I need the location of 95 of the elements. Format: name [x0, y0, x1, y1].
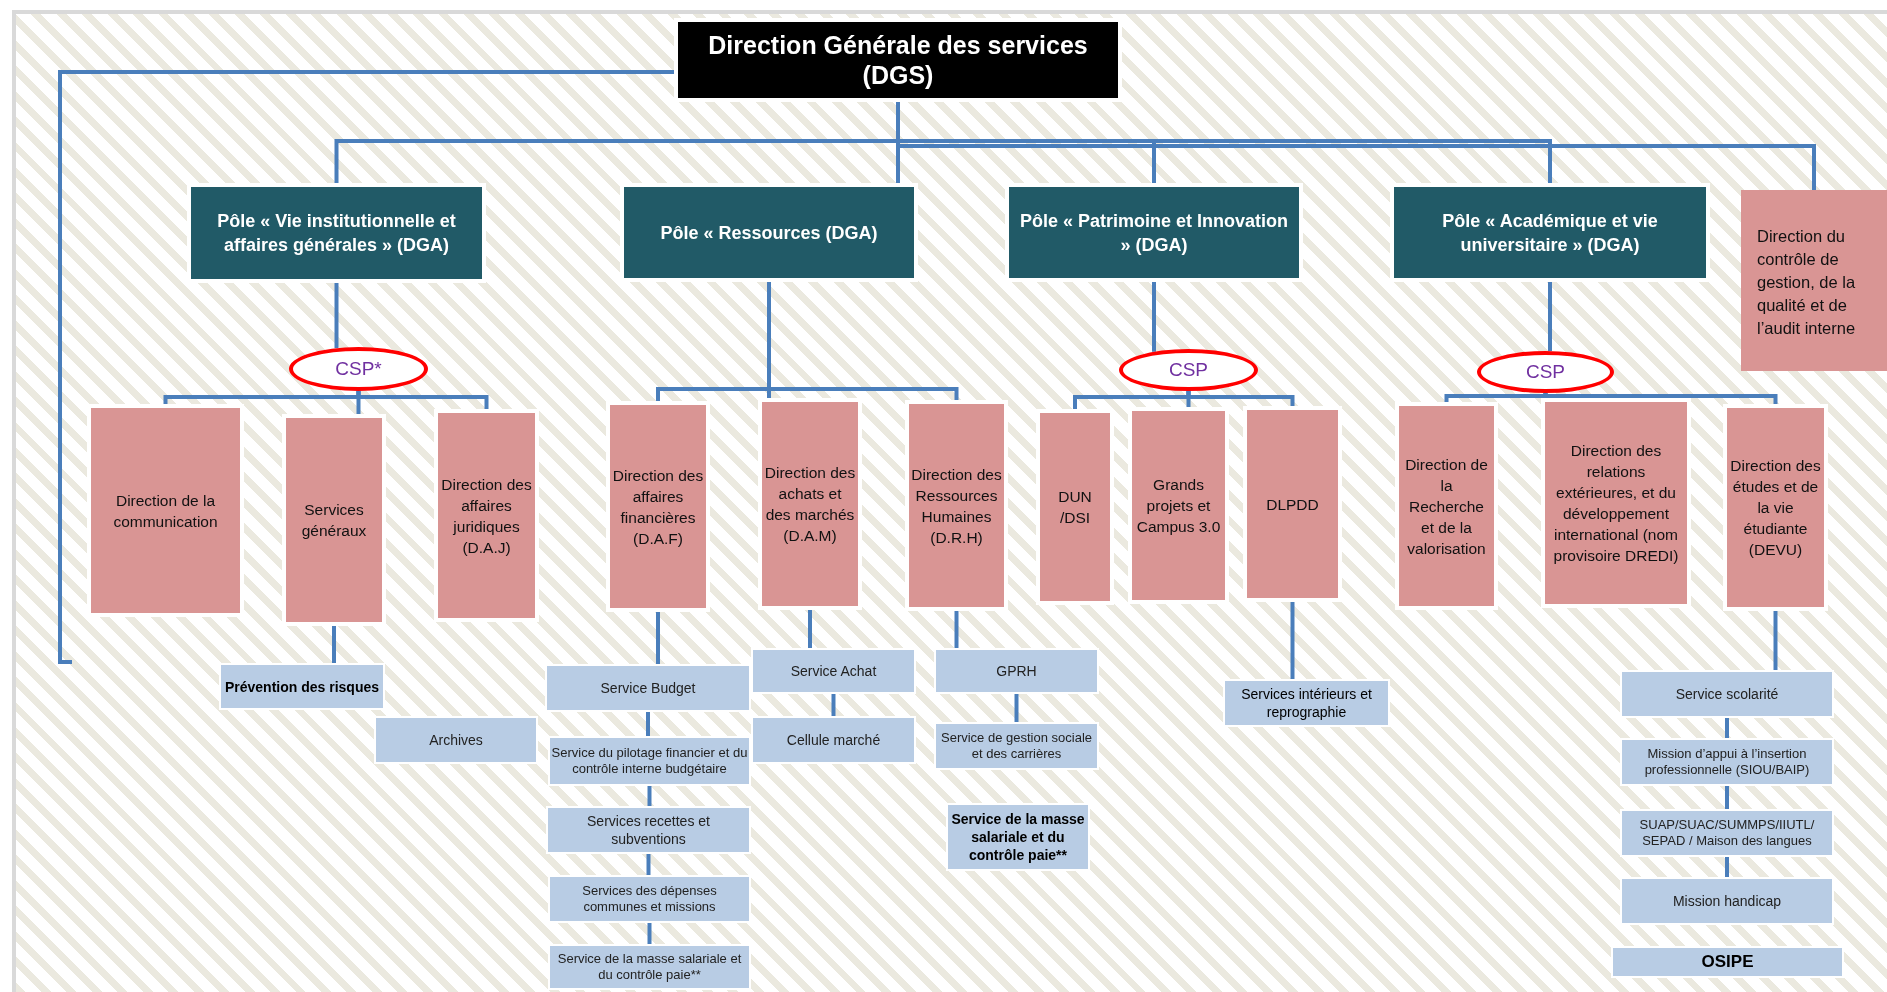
unit-label: Services intérieurs et reprographie	[1240, 685, 1373, 721]
direction-box	[1395, 402, 1498, 610]
unit-label: Direction Générale des services (DGS)	[707, 30, 1089, 90]
service-box	[1620, 809, 1834, 857]
unit-label: Direction de la communication	[112, 490, 219, 532]
direction-box	[1741, 190, 1887, 371]
service-box	[1223, 679, 1390, 727]
unit-label: Mission d’appui à l’insertion professionnelle (SIOU/BAIP)	[1643, 746, 1811, 778]
service-box	[545, 664, 751, 712]
unit-label: CSP*	[335, 356, 382, 381]
connector-line	[1290, 602, 1295, 679]
service-box	[1620, 670, 1834, 718]
service-box	[751, 716, 916, 764]
service-box	[374, 716, 538, 764]
service-box	[548, 736, 751, 786]
service-box	[219, 663, 385, 710]
unit-label: Archives	[429, 731, 483, 749]
connector-line	[954, 611, 959, 648]
connector-line	[334, 283, 339, 349]
connector-line	[646, 712, 650, 736]
unit-label: Service Budget	[600, 679, 696, 697]
service-box	[548, 944, 751, 990]
unit-label: Service de gestion sociale et des carrières	[940, 730, 1093, 762]
connector-line	[646, 854, 651, 875]
connector-line	[647, 786, 652, 806]
pole-box	[620, 183, 918, 282]
head-box	[674, 18, 1122, 102]
connector-line	[58, 70, 674, 664]
connector-line	[1725, 786, 1729, 809]
connector-line	[831, 694, 836, 716]
direction-box	[1541, 398, 1691, 608]
unit-label: Services des dépenses communes et missions	[581, 883, 718, 915]
unit-label: Pôle « Patrimoine et Innovation » (DGA)	[1018, 209, 1290, 257]
unit-label: Prévention des risques	[224, 677, 380, 696]
service-box	[751, 648, 916, 694]
unit-label: Services généraux	[300, 500, 368, 541]
connector-line	[656, 612, 660, 664]
service-box	[1620, 738, 1834, 786]
unit-label: Direction des études et de la vie étudiante (DEVU)	[1729, 456, 1822, 560]
service-box	[1620, 877, 1834, 925]
pole-box	[187, 183, 486, 283]
unit-label: Pôle « Ressources (DGA)	[660, 221, 878, 245]
pole-box	[1390, 183, 1710, 282]
unit-label: Pôle « Vie institutionnelle et affaires générales » (DGA)	[216, 210, 457, 257]
service-box	[946, 803, 1090, 871]
unit-label: Grands projets et Campus 3.0	[1135, 475, 1222, 537]
connector-line	[767, 282, 959, 400]
unit-label: OSIPE	[1701, 951, 1754, 974]
unit-label: DLPDD	[1266, 494, 1319, 515]
unit-label: Service Achat	[790, 662, 877, 680]
connector-line	[1186, 391, 1295, 406]
unit-label: GPRH	[996, 662, 1037, 680]
direction-box	[1128, 407, 1229, 604]
unit-label: Cellule marché	[786, 731, 881, 749]
unit-label: Direction des affaires juridiques (D.A.J)	[440, 474, 533, 558]
unit-label: Services recettes et subventions	[586, 812, 711, 848]
unit-label: SUAP/SUAC/SUMMPS/IIUTL/ SEPAD / Maison des langues	[1638, 817, 1816, 849]
unit-label: Service de la masse salariale et du contrôle paie**	[556, 951, 743, 983]
connector-line	[808, 610, 812, 648]
direction-box	[434, 409, 539, 622]
service-box	[1611, 946, 1844, 978]
direction-box	[282, 414, 386, 626]
unit-label: Direction des Ressources Humaines (D.R.H)	[911, 464, 1002, 548]
unit-label: Direction de la Recherche et de la valorisation	[1404, 454, 1489, 559]
connector-line	[647, 923, 652, 944]
unit-label: Direction des achats et des marchés (D.A.M)	[764, 463, 856, 546]
connector-line	[332, 626, 336, 663]
direction-box	[1723, 404, 1828, 611]
service-box	[546, 806, 751, 854]
service-box	[934, 648, 1099, 694]
unit-label: CSP	[1525, 359, 1566, 384]
unit-label: Pôle « Académique et vie universitaire » (DGA)	[1441, 209, 1659, 257]
direction-box	[758, 398, 862, 610]
unit-label: DUN /DSI	[1057, 487, 1093, 528]
connector-line	[1773, 611, 1778, 670]
connector-line	[1725, 718, 1729, 738]
connector-line	[356, 391, 489, 409]
unit-label: Direction des relations extérieures, et du développement international (nom provisoire DREDI)	[1552, 441, 1680, 566]
unit-label: Direction des affaires financières (D.A.F)	[612, 465, 704, 549]
connector-line	[1152, 282, 1156, 352]
unit-label: Direction du contrôle de gestion, de la qualité et de l’audit interne	[1757, 226, 1857, 339]
service-box	[934, 722, 1099, 770]
unit-label: Service de la masse salariale et du contrôle paie**	[950, 810, 1086, 864]
connector-line	[1725, 857, 1729, 877]
connector-line	[1014, 694, 1019, 722]
unit-label: Mission handicap	[1672, 892, 1782, 910]
unit-label: CSP	[1168, 357, 1209, 382]
unit-label: Service du pilotage financier et du contrôle interne budgétaire	[550, 745, 749, 777]
direction-box	[905, 400, 1008, 611]
connector-line	[1548, 282, 1552, 352]
service-box	[548, 875, 751, 923]
connector-line	[1543, 393, 1778, 404]
unit-label: Service scolarité	[1675, 685, 1779, 703]
pole-box	[1005, 183, 1303, 282]
direction-box	[606, 401, 710, 612]
